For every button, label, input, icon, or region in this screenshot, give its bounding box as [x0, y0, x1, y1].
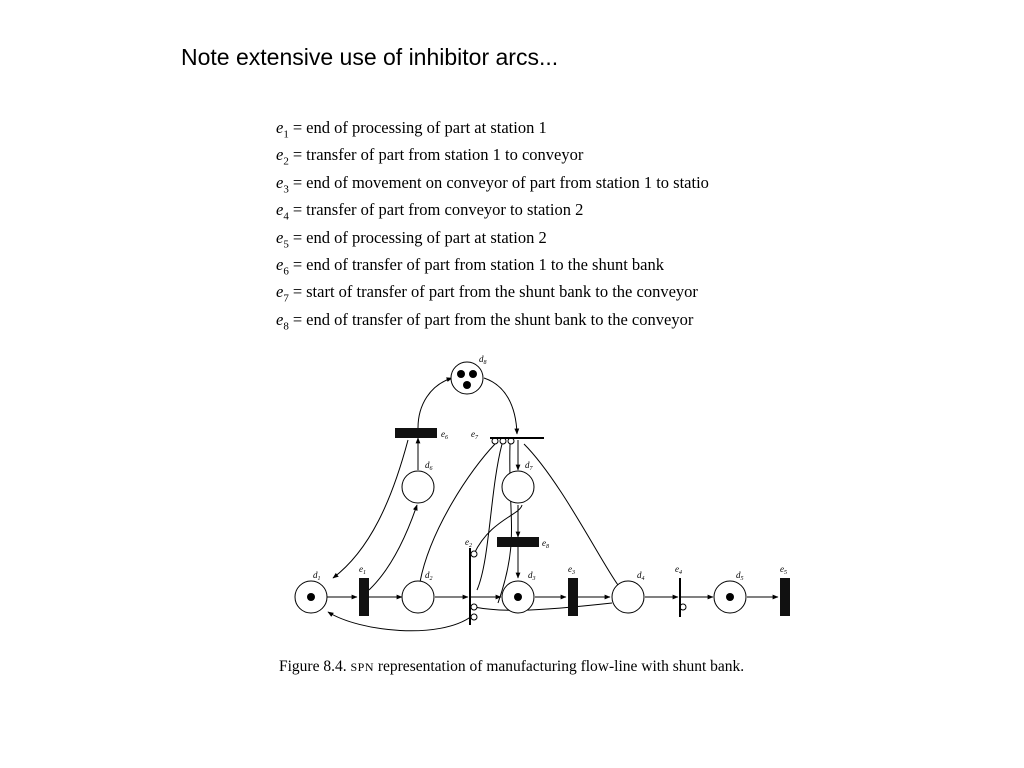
label-d2: d2: [425, 570, 433, 582]
transitions: [359, 428, 790, 625]
inhibitor-arc-d2-e7: [419, 443, 496, 583]
label-d4: d4: [637, 570, 645, 582]
label-d1: d1: [313, 570, 321, 582]
inhibitor-arc-d3-e7: [497, 443, 512, 604]
transition-e1: [359, 578, 369, 616]
arc-e6-d8: [417, 377, 453, 429]
token: [307, 593, 315, 601]
place-d7: [501, 470, 535, 504]
transition-e6: [395, 428, 437, 438]
figure-abbrev: SPN: [350, 660, 374, 674]
event-symbol: e5: [276, 227, 289, 250]
inhibitor-arc-d4-e2: [473, 602, 613, 611]
label-e2: e2: [465, 537, 472, 549]
event-symbol: e8: [276, 309, 289, 333]
definition-e3: e3=end of movement on conveyor of part f…: [276, 172, 709, 196]
transition-e8: [497, 537, 539, 547]
inhibitor-arc-d4-e7: [523, 443, 619, 586]
token: [463, 381, 471, 389]
tokens: [307, 370, 734, 601]
definition-e6: e6=end of transfer of part from station …: [276, 254, 665, 278]
definition-text: end of transfer of part from station 1 t…: [306, 254, 665, 274]
figure-caption: Figure 8.4. SPN representation of manufa…: [279, 658, 744, 676]
label-d3: d3: [528, 570, 536, 582]
label-e1: e1: [359, 564, 366, 576]
token: [457, 370, 465, 378]
place-d4: [611, 580, 645, 614]
definition-e2: e2=transfer of part from station 1 to co…: [276, 145, 584, 168]
place-d8: [450, 361, 484, 395]
definition-text: end of transfer of part from the shunt b…: [306, 309, 694, 329]
event-symbol: e3: [276, 172, 289, 196]
label-e4: e4: [675, 564, 682, 576]
label-e6: e6: [441, 429, 448, 441]
event-symbol: e1: [276, 118, 289, 141]
definition-text: end of processing of part at station 1: [306, 118, 547, 137]
event-symbol: e7: [276, 282, 289, 305]
slide-title: Note extensive use of inhibitor arcs...: [181, 44, 559, 70]
arcs: [327, 377, 779, 632]
inhibitor-head: [470, 613, 478, 621]
place-d6: [401, 470, 435, 504]
label-e8: e8: [542, 538, 549, 550]
definition-text: end of movement on conveyor of part from…: [306, 172, 709, 192]
definition-text: end of processing of part at station 2: [306, 227, 547, 247]
label-d6: d6: [425, 460, 433, 472]
definition-e7: e7=start of transfer of part from the sh…: [276, 282, 698, 305]
event-symbol: e2: [276, 145, 289, 168]
arc-e1-d6: [368, 504, 418, 591]
event-symbol: e4: [276, 200, 289, 223]
definition-e1: e1=end of processing of part at station …: [276, 118, 547, 141]
place-d2: [401, 580, 435, 614]
event-definitions: e1=end of processing of part at station …: [276, 114, 802, 333]
figure-caption-text: representation of manufacturing flow-lin…: [377, 658, 745, 675]
transition-e3: [568, 578, 578, 616]
label-e5: e5: [780, 564, 787, 576]
definition-text: transfer of part from station 1 to conve…: [306, 145, 584, 165]
places: [294, 361, 747, 614]
token: [514, 593, 522, 601]
definition-e8: e8=end of transfer of part from the shun…: [276, 309, 694, 333]
label-e3: e3: [568, 564, 575, 576]
definition-e4: e4=transfer of part from conveyor to sta…: [276, 200, 584, 223]
arc-d8-e7: [483, 377, 520, 435]
token: [469, 370, 477, 378]
definition-e5: e5=end of processing of part at station …: [276, 227, 547, 250]
label-d5: d5: [736, 570, 744, 582]
label-e7: e7: [471, 429, 479, 441]
inhibitor-head: [470, 603, 478, 611]
arc-e6-d1: [332, 439, 409, 579]
token: [726, 593, 734, 601]
definition-text: start of transfer of part from the shunt…: [306, 282, 698, 302]
figure-number: Figure 8.4.: [279, 658, 347, 675]
node-labels: d1 d2 d3 d4 d5 d6 d7 d8 e1 e2 e3 e4 e5 e…: [313, 354, 787, 582]
label-d8: d8: [479, 354, 487, 366]
definition-text: transfer of part from conveyor to statio…: [306, 200, 584, 220]
inhibitor-arc-e7-e2: [476, 443, 503, 591]
transition-e5: [780, 578, 790, 616]
inhibitor-head: [470, 550, 478, 558]
arc-e2-d1: [327, 611, 473, 632]
inhibitor-arc-d7-e2: [473, 504, 523, 555]
label-d7: d7: [525, 460, 534, 472]
event-symbol: e6: [276, 254, 289, 278]
